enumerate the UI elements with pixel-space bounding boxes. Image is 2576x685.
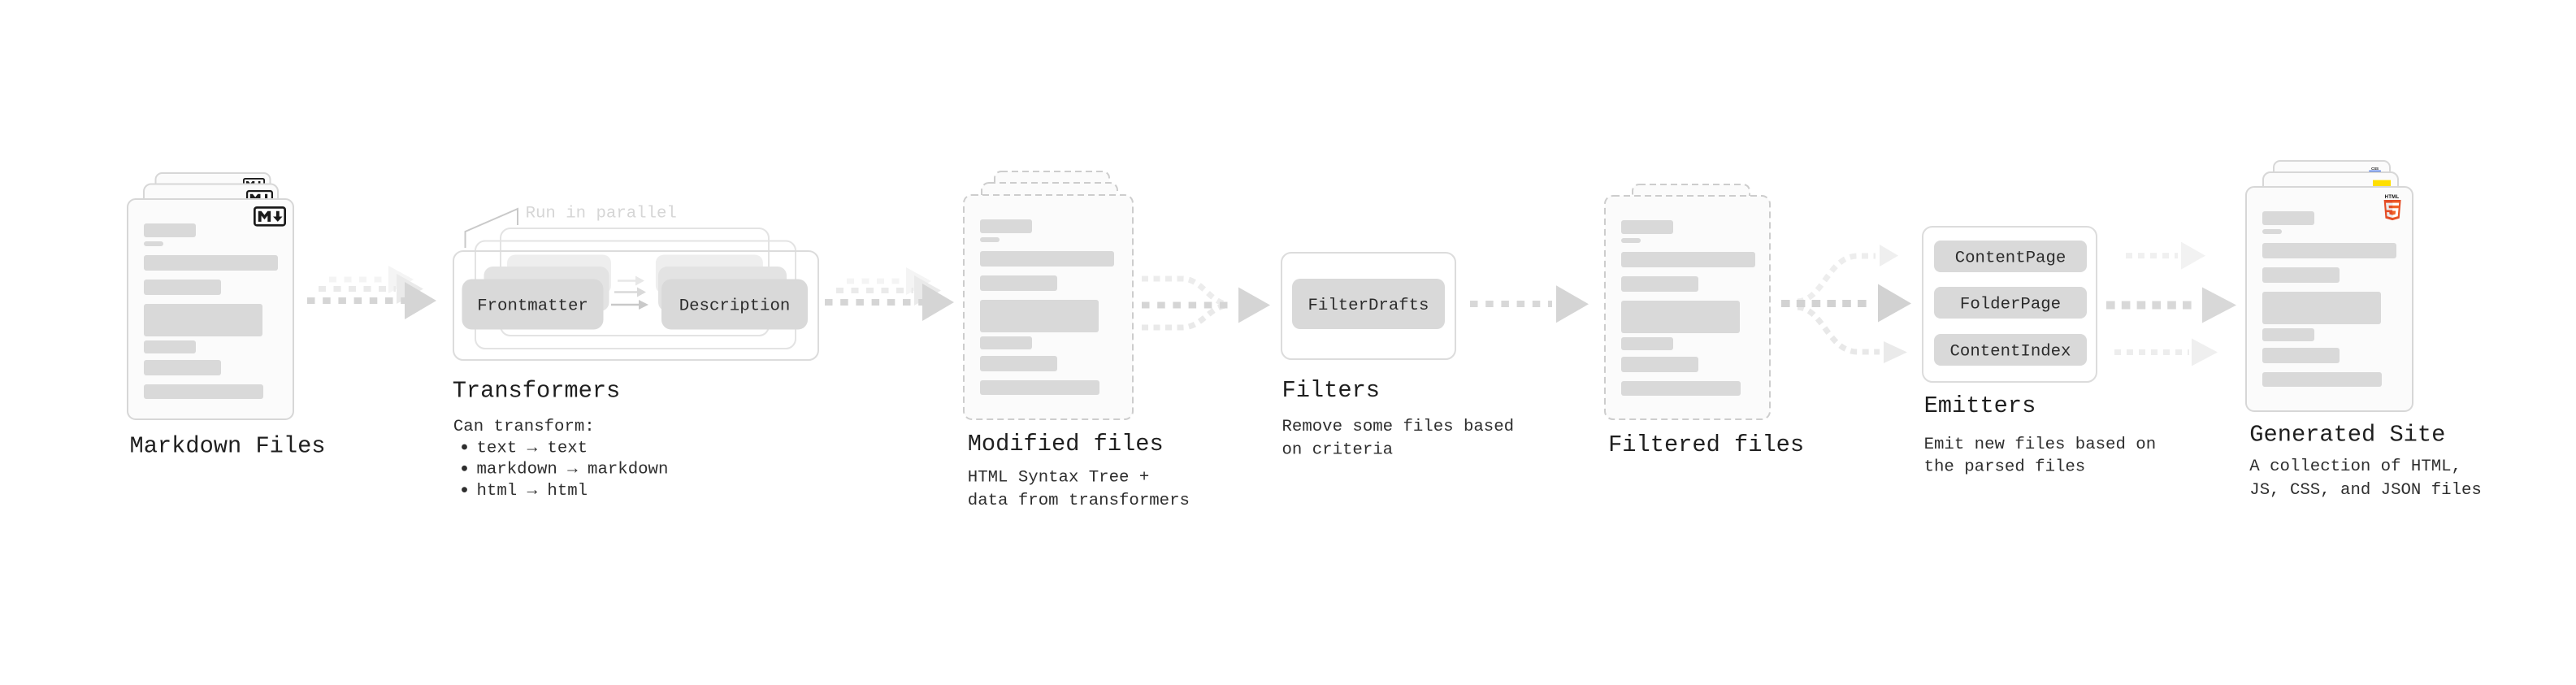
svg-text:on criteria: on criteria	[1282, 441, 1394, 460]
svg-text:Can transform:: Can transform:	[453, 418, 595, 436]
svg-text:html → html: html → html	[477, 482, 588, 501]
svg-text:Transformers: Transformers	[453, 378, 621, 405]
svg-text:Markdown Files: Markdown Files	[130, 433, 326, 460]
svg-text:text → text: text → text	[477, 439, 588, 457]
svg-text:Remove some files based: Remove some files based	[1282, 418, 1515, 436]
svg-text:Filtered files: Filtered files	[1608, 431, 1804, 458]
svg-text:Frontmatter: Frontmatter	[477, 297, 588, 316]
svg-text:A collection of HTML,: A collection of HTML,	[2249, 457, 2461, 476]
svg-text:Run in parallel: Run in parallel	[526, 205, 677, 223]
svg-text:FilterDrafts: FilterDrafts	[1308, 297, 1429, 315]
svg-text:HTML: HTML	[2385, 195, 2400, 200]
svg-text:JS, CSS, and JSON files: JS, CSS, and JSON files	[2249, 481, 2482, 500]
svg-text:Generated Site: Generated Site	[2249, 422, 2445, 449]
svg-text:Filters: Filters	[1282, 377, 1381, 404]
svg-text:ContentPage: ContentPage	[1955, 249, 2066, 268]
svg-text:ContentIndex: ContentIndex	[1950, 343, 2071, 362]
svg-text:Emit new files based on: Emit new files based on	[1924, 436, 2157, 454]
svg-text:the parsed files: the parsed files	[1924, 458, 2086, 477]
svg-text:Emitters: Emitters	[1924, 392, 2036, 419]
svg-text:Description: Description	[679, 297, 791, 316]
svg-text:CSS: CSS	[2371, 167, 2379, 171]
svg-text:data from transformers: data from transformers	[968, 492, 1190, 510]
svg-text:HTML Syntax Tree +: HTML Syntax Tree +	[968, 469, 1149, 488]
svg-text:FolderPage: FolderPage	[1960, 296, 2061, 314]
svg-text:Modified files: Modified files	[968, 431, 1164, 457]
svg-text:markdown → markdown: markdown → markdown	[477, 461, 669, 479]
